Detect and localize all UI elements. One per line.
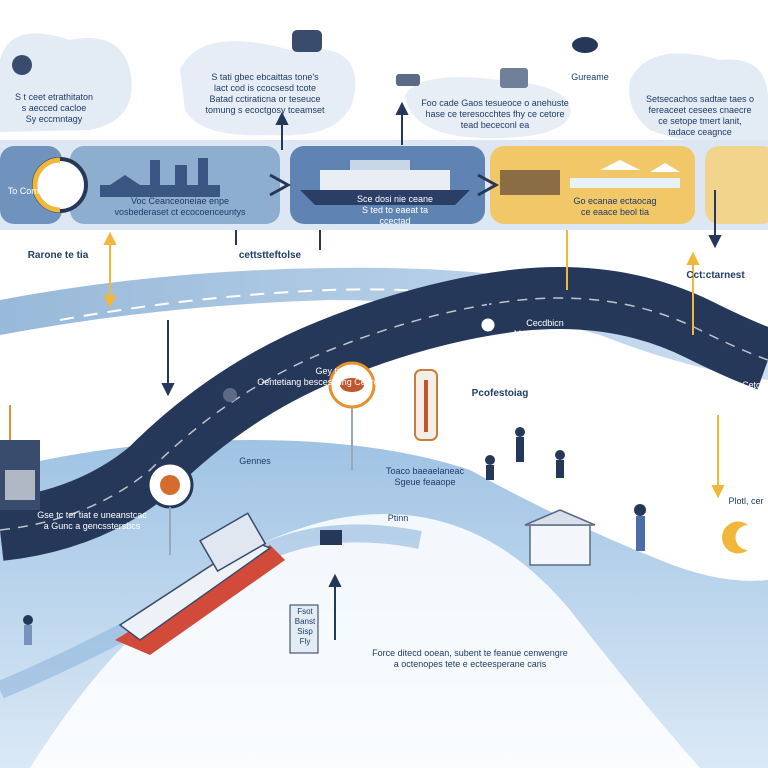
factory-icon — [100, 158, 220, 197]
cloud-bubble-left — [0, 33, 132, 133]
callout-4: Pcofestoiag — [471, 388, 529, 399]
top-note-5: Setsecachos sadtae taes o fereaceet cese… — [645, 94, 755, 137]
thermometer-icon — [414, 369, 438, 441]
callout-1: Rarone te tia — [27, 250, 89, 261]
crescent-icon — [722, 521, 748, 554]
info-dot-icon-3 — [722, 379, 734, 391]
info-dot-icon — [481, 318, 495, 332]
misc-label-1: Toaco baeaelaneac Sgeue feaaope — [385, 466, 465, 487]
panel-label-2: Voc Ceanceoneiae enpe vosbederaset ct ec… — [114, 196, 246, 217]
top-note-2: S tati gbec ebcaittas tone's lact cod is… — [205, 72, 325, 115]
cloud-bubble-center-left — [180, 41, 356, 136]
panel-label-4: Go ecanae ectaocag ce eaace beol tia — [573, 196, 657, 217]
cloud-bubble-right — [629, 53, 768, 144]
misc-label-3: Force ditecd ooean, subent te feanue cen… — [372, 648, 568, 669]
misc-label-2: Fsot Banst Sisp Fly — [294, 607, 316, 646]
cloud-bubble-center — [405, 77, 571, 139]
road-label-1: Gey tite Oentetiang bescesdting Ceareisc… — [257, 366, 405, 387]
large-ship-icon — [115, 512, 285, 655]
arrow-up-icon — [161, 101, 489, 397]
truck-icon — [396, 74, 420, 86]
cycle-node-accent — [32, 157, 61, 213]
callout-2: cettstteftolse — [238, 250, 302, 261]
top-note-1: S t ceet etrathitaton s aecced cacloe Sy… — [14, 92, 94, 124]
left-factory-icon — [0, 405, 40, 510]
river-white-hill — [30, 514, 700, 768]
callout-5: Gennes — [239, 456, 271, 466]
panel-label-1: To Come, — [7, 186, 47, 196]
eye-icon — [572, 37, 598, 53]
road-label-4: Gse tc ter tiat e uneanstcac a Gunc a ge… — [37, 510, 147, 531]
chevron-right-icon-2 — [477, 173, 500, 197]
cargo-ship-icon — [300, 160, 470, 205]
sign-icon-2 — [289, 604, 319, 654]
sign-icon — [320, 530, 342, 545]
arrow-yellow-icon — [103, 230, 725, 499]
pavilion-icon — [524, 509, 596, 566]
callout-7: Plotl, cer — [728, 496, 764, 506]
road-label-3: Ceto ettis toeta — [741, 380, 762, 412]
badge-crab-inner — [160, 475, 180, 495]
panel-label-3: Sce dosi nie ceane S ted to eaeat ta cce… — [356, 194, 434, 226]
panel-5 — [705, 146, 768, 224]
chevron-right-icon — [269, 173, 292, 197]
top-note-3: Foo cade Gaos tesueoce o anehuste hase c… — [421, 98, 569, 130]
badge-meat-inner — [340, 378, 364, 392]
device-icon — [292, 30, 322, 52]
machine-icon — [500, 68, 528, 88]
people-group-icon — [23, 427, 646, 645]
road-label-2: Cecdbicn Mceatssuatines — [513, 318, 577, 339]
village-icon — [500, 160, 680, 195]
info-dot-icon-2 — [223, 388, 237, 402]
callout-6: Ptinn — [387, 513, 409, 523]
road-center-line — [0, 297, 768, 531]
callout-3: Cct:ctarnest — [686, 270, 745, 281]
top-note-4: Gureame — [571, 72, 609, 82]
cloud-icon — [12, 55, 32, 75]
arrow-down-icon — [328, 190, 722, 640]
